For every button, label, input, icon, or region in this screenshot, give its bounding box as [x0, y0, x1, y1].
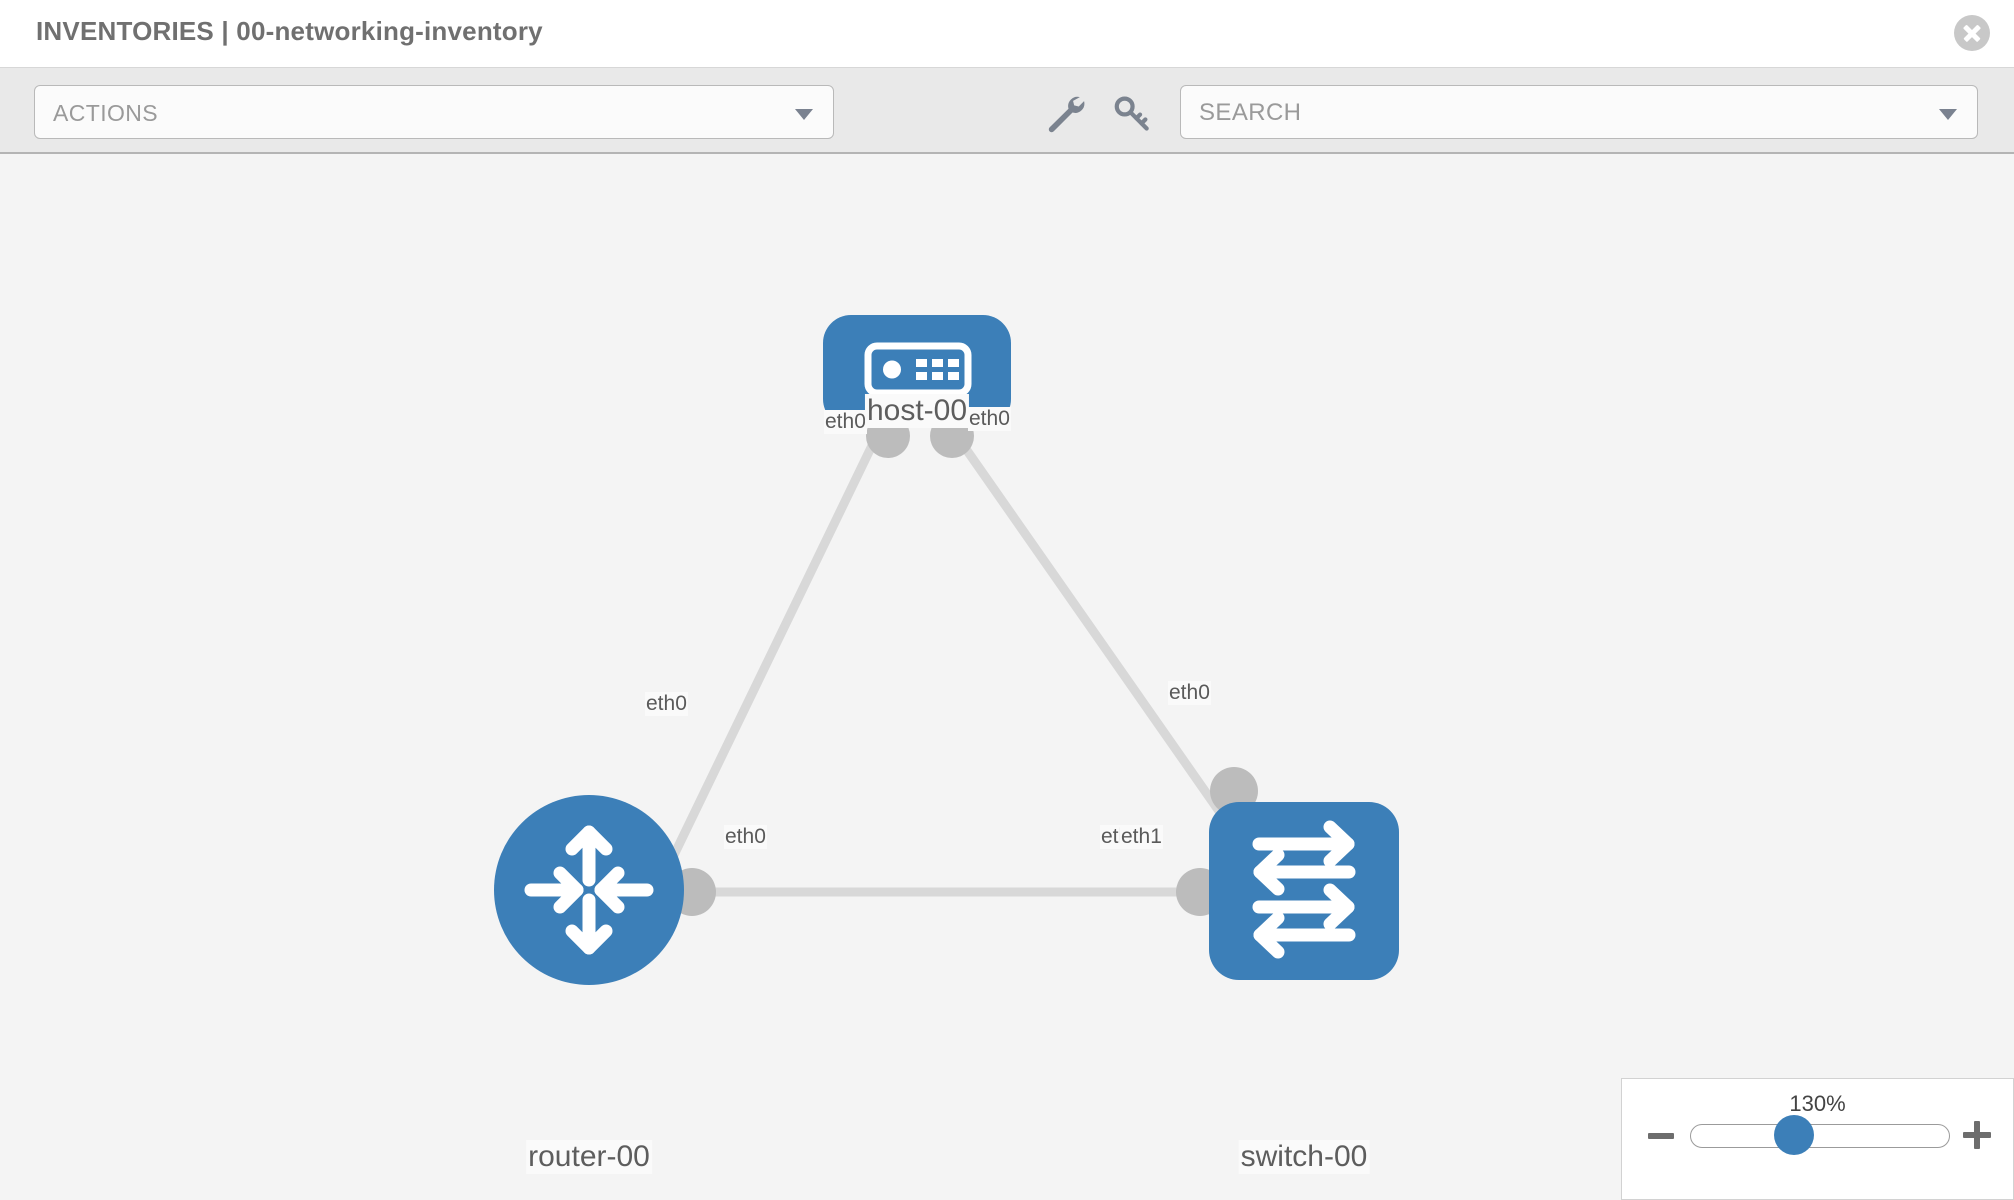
node-label-host-00: host-00 — [864, 394, 970, 428]
search-input[interactable]: SEARCH — [1180, 85, 1978, 139]
iface-label-switch-left: eth1 — [1120, 825, 1163, 849]
zoom-slider-thumb[interactable] — [1774, 1115, 1814, 1155]
key-icon[interactable] — [1110, 90, 1154, 134]
iface-label-host-right: eth0 — [968, 407, 1011, 431]
wrench-icon[interactable] — [1043, 90, 1087, 134]
server-icon — [864, 342, 972, 397]
zoom-in-button[interactable] — [1963, 1121, 1991, 1149]
iface-label-router-right: eth0 — [724, 825, 767, 849]
node-switch-00 — [1209, 802, 1399, 980]
page-header: INVENTORIES | 00-networking-inventory — [0, 0, 2014, 68]
link-host-router — [655, 424, 885, 889]
zoom-out-button[interactable] — [1648, 1123, 1674, 1149]
zoom-percent-label: 130% — [1789, 1091, 1846, 1116]
zoom-control: 130% — [1621, 1078, 2014, 1200]
topology-graph — [494, 315, 1399, 985]
iface-label-host-left: eth0 — [824, 410, 867, 434]
router-icon — [524, 825, 654, 955]
topology-canvas[interactable]: eth0 eth0 eth0 eth0 eth0 eth0 eth1 host-… — [0, 154, 2014, 1200]
node-router-00 — [494, 795, 684, 985]
page-title: INVENTORIES | 00-networking-inventory — [36, 16, 543, 46]
actions-dropdown[interactable]: ACTIONS — [34, 85, 834, 139]
actions-dropdown-label: ACTIONS — [53, 100, 159, 126]
search-chevron-down-icon — [1939, 109, 1957, 120]
toolbar: ACTIONS SEARCH — [0, 68, 2014, 154]
search-placeholder: SEARCH — [1199, 99, 1302, 126]
link-host-switch — [947, 424, 1240, 839]
iface-label-switch-up: eth0 — [1168, 681, 1211, 705]
minus-icon — [1648, 1133, 1674, 1139]
switch-icon — [1252, 820, 1356, 959]
plus-icon-vertical — [1974, 1121, 1980, 1149]
chevron-down-icon — [795, 109, 813, 120]
node-label-router-00: router-00 — [526, 1140, 652, 1174]
iface-label-router-up: eth0 — [645, 692, 688, 716]
topology-links — [655, 424, 1240, 897]
close-icon[interactable] — [1954, 15, 1990, 51]
zoom-slider-track[interactable] — [1690, 1124, 1950, 1148]
node-label-switch-00: switch-00 — [1238, 1140, 1370, 1174]
